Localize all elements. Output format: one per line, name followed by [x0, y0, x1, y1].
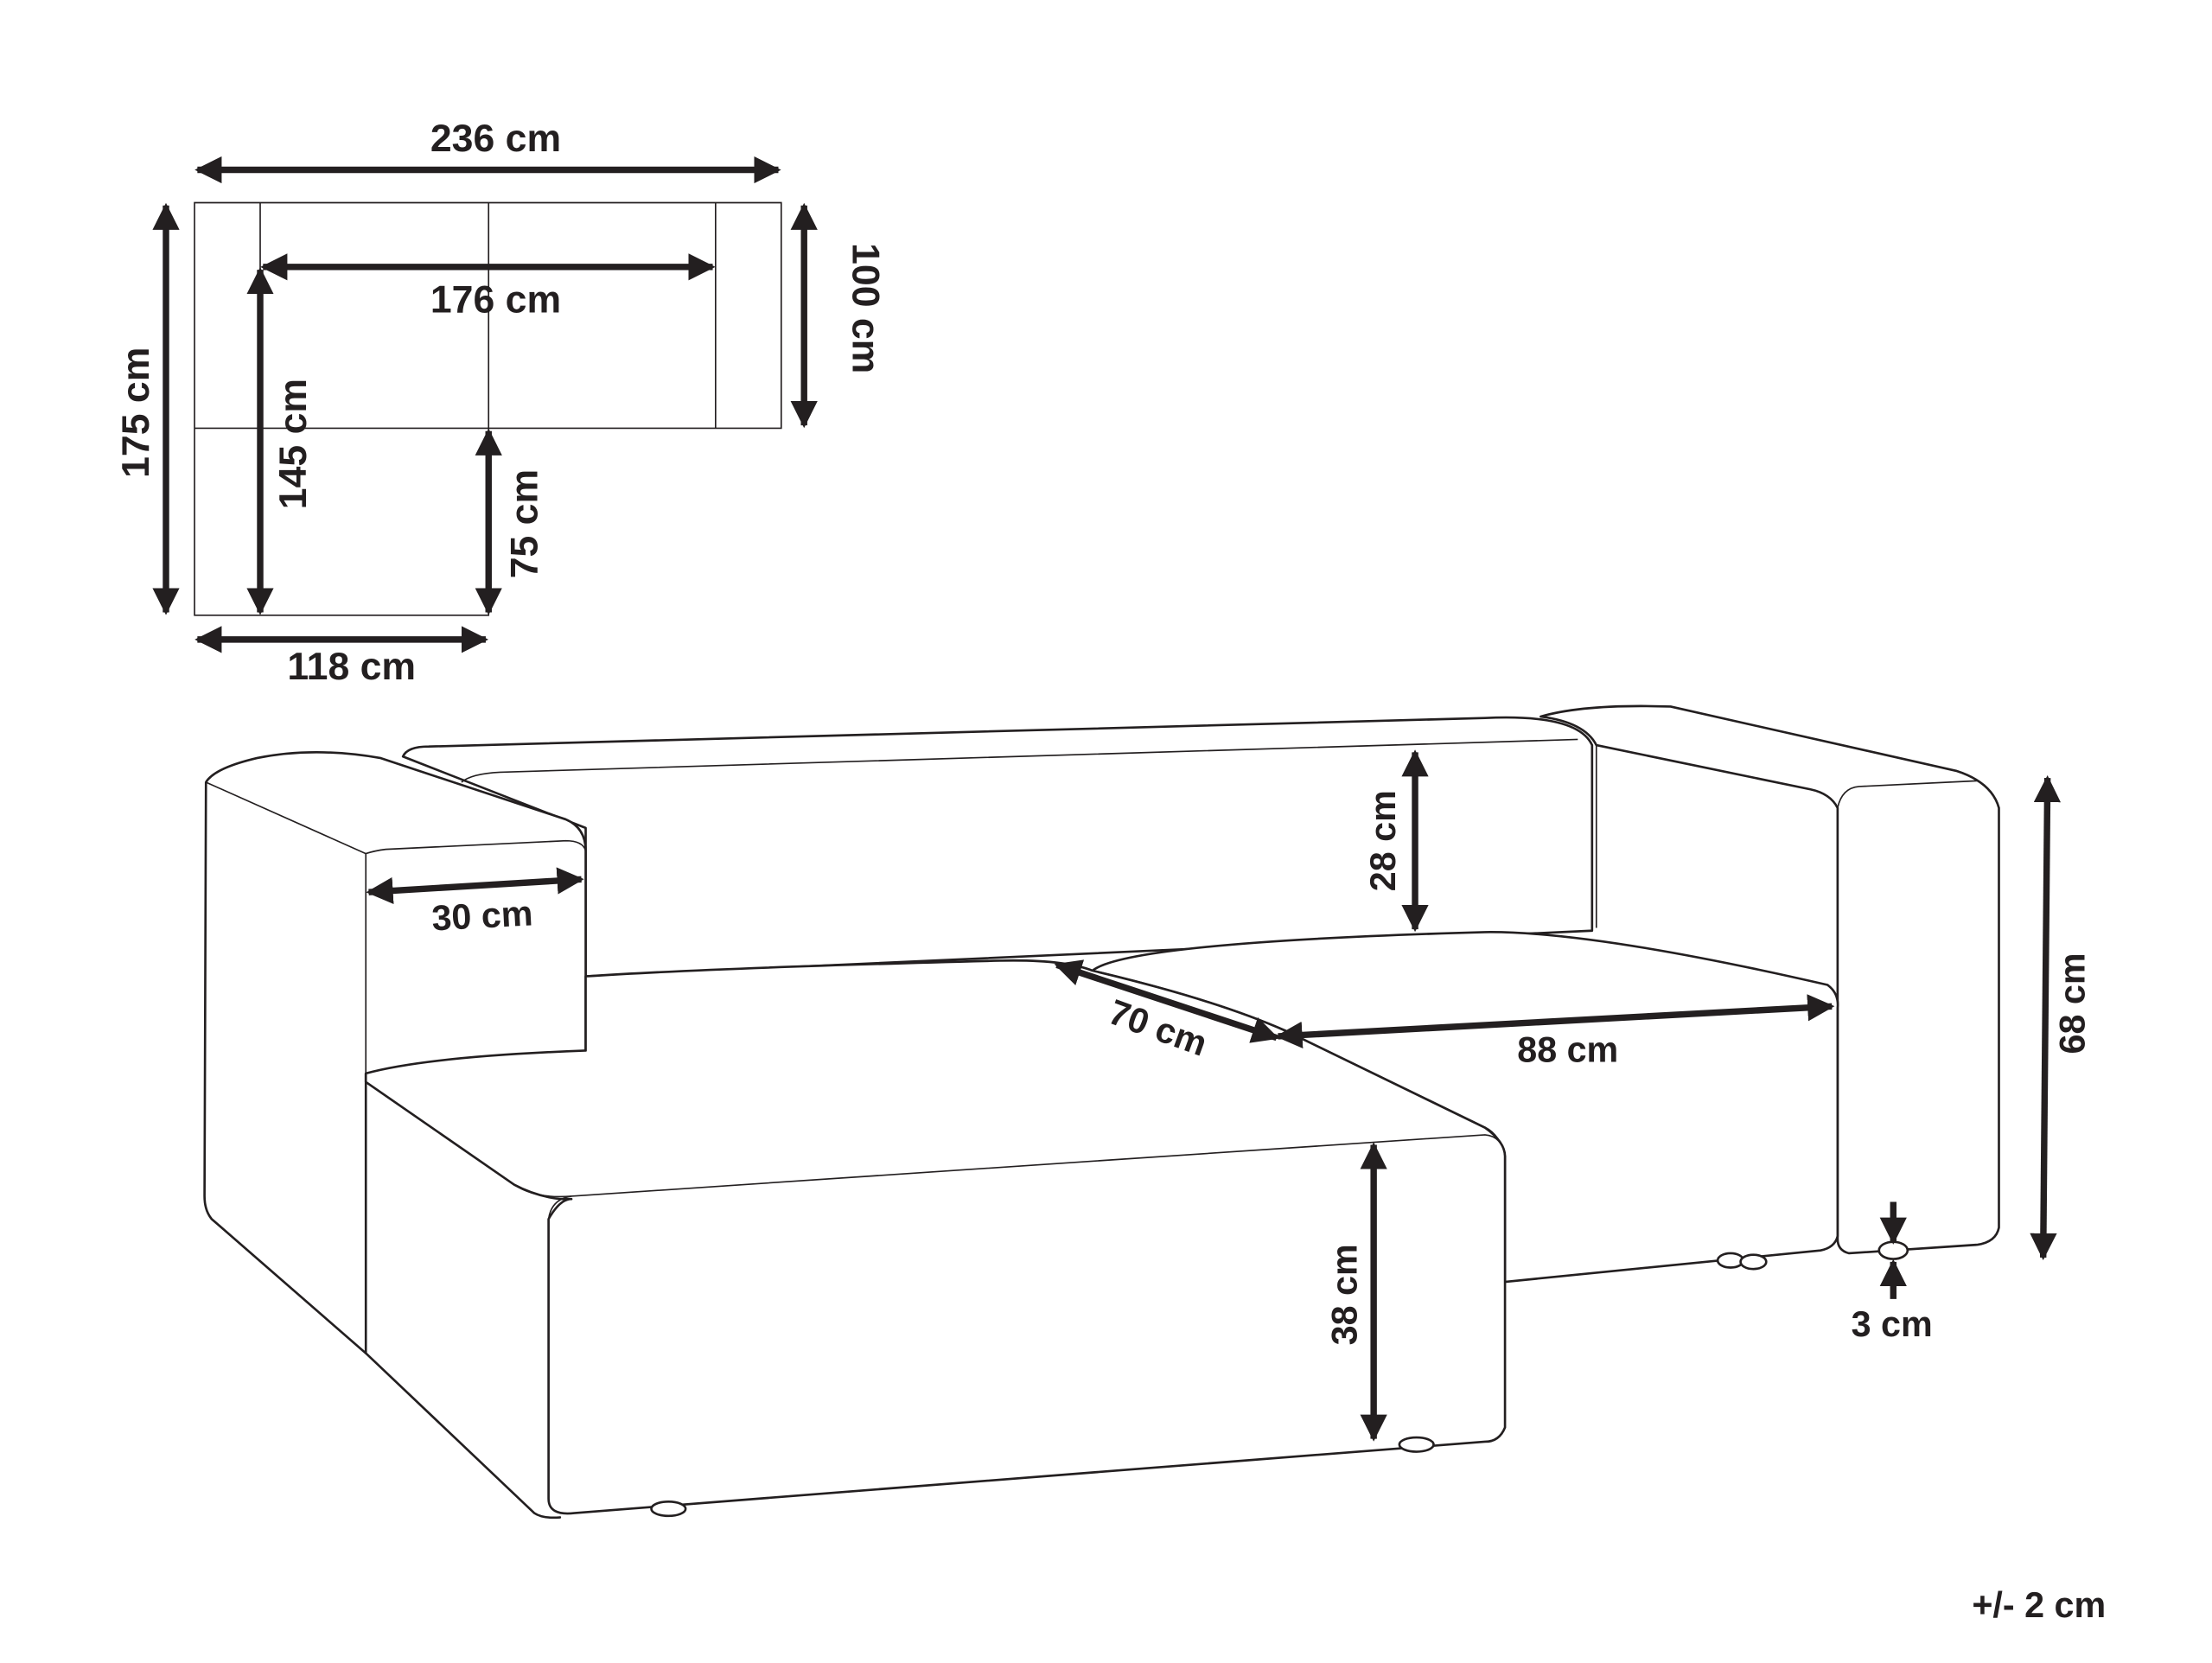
dimension-seat-height: 38 cm — [1324, 1142, 1387, 1442]
double-arrow-icon — [2030, 774, 2061, 1261]
dimension-chaise-extension: 75 cm — [475, 428, 545, 615]
chaise-base-edge — [364, 1352, 562, 1520]
right-armrest — [1539, 704, 2000, 1255]
sofa-leg — [650, 1501, 687, 1518]
dimension-seat-width: 88 cm — [1275, 994, 1835, 1070]
dimension-label: 28 cm — [1363, 790, 1403, 891]
dimension-label: 145 cm — [272, 379, 315, 509]
dimension-label: 88 cm — [1517, 1030, 1618, 1070]
dimension-label: 38 cm — [1324, 1244, 1364, 1345]
dimension-chaise-inner-depth: 145 cm — [246, 267, 315, 615]
double-arrow-icon — [1054, 959, 1279, 1043]
double-arrow-icon — [366, 867, 584, 905]
dimension-label: 68 cm — [2053, 953, 2093, 1054]
dimension-label: 100 cm — [844, 243, 886, 373]
dimension-armrest-width: 30 cm — [366, 867, 584, 939]
dimension-label: 236 cm — [430, 118, 561, 160]
dimension-chaise-width: 118 cm — [194, 626, 489, 688]
chaise-front-corner — [547, 1195, 572, 1500]
dimension-label: 3 cm — [1852, 1304, 1933, 1344]
backrest-inner-edge — [461, 738, 1578, 783]
sofa-leg — [1877, 1240, 1909, 1260]
dimension-label: 176 cm — [430, 279, 561, 322]
sofa-leg — [1739, 1253, 1768, 1271]
perspective-sofa-drawing: 30 cm 28 cm 70 cm 88 cm 68 cm 38 cm — [203, 704, 2093, 1520]
dimension-backrest-height: 28 cm — [1363, 749, 1429, 933]
dimension-total-width: 236 cm — [194, 118, 781, 184]
right-armrest-front-edge — [1837, 780, 1978, 808]
top-view-plan: 236 cm 176 cm 100 cm 175 cm 145 cm 75 cm — [115, 118, 886, 688]
dimension-label: 30 cm — [430, 893, 533, 938]
dimension-label: 118 cm — [287, 646, 416, 688]
dimension-label: 175 cm — [115, 347, 157, 478]
backrest — [401, 716, 1594, 978]
tolerance-note: +/- 2 cm — [1972, 1585, 2106, 1625]
dimension-total-depth: 175 cm — [115, 202, 180, 615]
double-arrow-icon — [1275, 994, 1835, 1049]
dimension-back-depth: 100 cm — [790, 202, 886, 429]
left-armrest-top-edge — [205, 781, 587, 855]
dimension-total-height: 68 cm — [2030, 774, 2093, 1261]
dimension-label: 75 cm — [503, 469, 545, 578]
sofa-leg — [1398, 1436, 1435, 1453]
dimension-leg-height: 3 cm — [1852, 1201, 1933, 1344]
dimension-seat-width: 176 cm — [260, 253, 716, 322]
sofa-leg — [1716, 1252, 1745, 1269]
